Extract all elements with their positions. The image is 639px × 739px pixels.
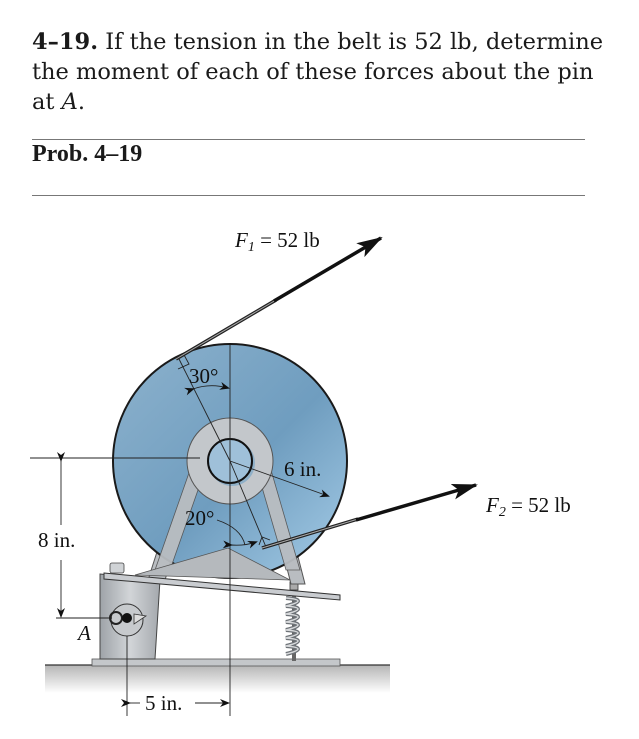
- force-arrow-f2: [355, 483, 478, 522]
- point-variable: A: [61, 89, 78, 115]
- force-label-f1: F1 = 52 lb: [234, 228, 320, 255]
- radius-line-f1: [177, 356, 231, 462]
- horizontal-dimension-label: 5 in.: [145, 691, 182, 715]
- problem-text-end: .: [77, 89, 86, 115]
- lever-arm: [103, 547, 341, 601]
- angle-arc-30: [184, 382, 230, 396]
- figure-caption: Prob. 4–19: [32, 141, 143, 167]
- ground: [45, 658, 390, 693]
- pin-support-block: [99, 562, 161, 660]
- caption-bottom-rule: [32, 195, 585, 196]
- right-angle-mark-f2: [258, 536, 271, 546]
- radius-dimension-arrow: [229, 460, 330, 498]
- belt-f1: [175, 236, 383, 361]
- problem-text-body: If the tension in the belt is 52 lb, det…: [32, 29, 604, 115]
- force-arrow-f1: [273, 236, 383, 303]
- angle-label-30: 30°: [189, 364, 218, 388]
- angle-arc-20: [222, 540, 258, 549]
- radius-line-f2: [229, 460, 267, 548]
- problem-statement: 4–19. If the tension in the belt is 52 l…: [32, 27, 612, 117]
- right-angle-mark-f1: [177, 352, 190, 370]
- radius-label: 6 in.: [284, 457, 321, 481]
- force-label-f2: F2 = 52 lb: [485, 493, 571, 520]
- dimension-5in: [121, 636, 230, 716]
- point-a-label: A: [76, 621, 91, 645]
- belt-f2: [261, 483, 478, 550]
- problem-number: 4–19.: [32, 29, 99, 55]
- dimension-8in: [56, 452, 112, 619]
- caption-top-rule: [32, 139, 585, 140]
- angle-label-20: 20°: [185, 506, 214, 530]
- height-dimension-label: 8 in.: [38, 528, 75, 552]
- angle-leader-20: [216, 519, 246, 546]
